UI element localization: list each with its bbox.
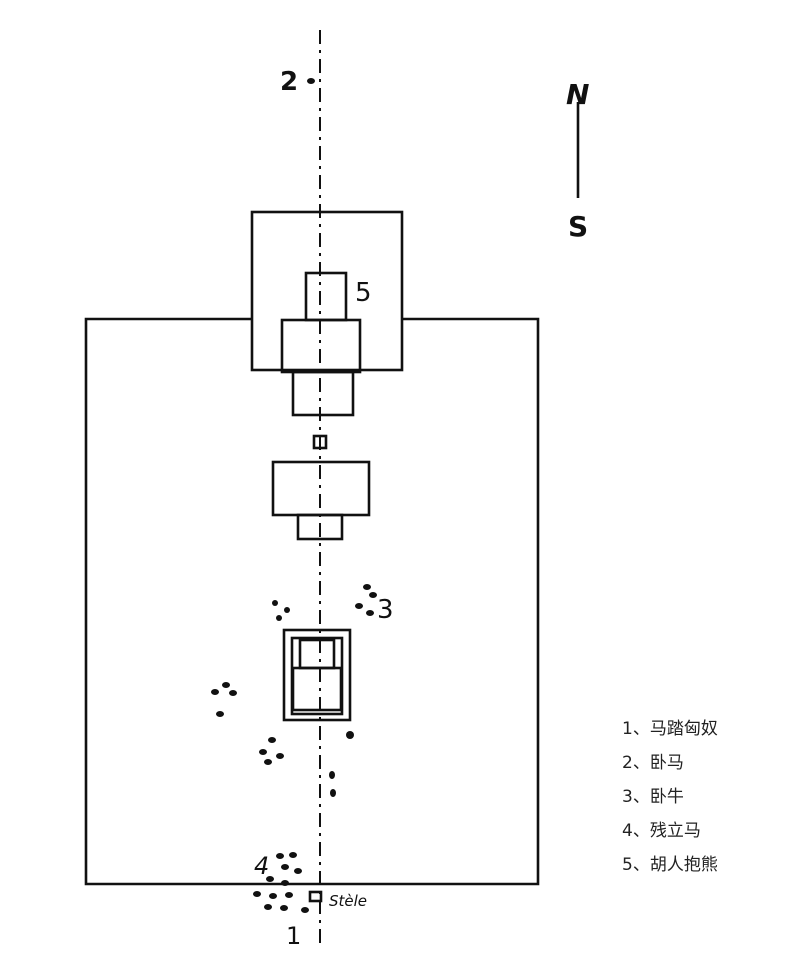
legend-item-4: 4、残立马 [622, 821, 701, 841]
sculpture-group-3 [272, 584, 377, 621]
compass-north-label: N [566, 78, 589, 111]
frame-upper-block [298, 638, 336, 670]
marker-label-1: 1 [286, 922, 301, 950]
mound-enclosure [250, 210, 404, 372]
frame-lower-block [291, 666, 343, 712]
marker-2-dot [307, 78, 315, 84]
legend-item-1: 1、马踏匈奴 [622, 719, 718, 739]
sculpture-group-right [329, 731, 354, 797]
mound-top-tier [304, 271, 348, 322]
legend: 1、马踏匈奴 2、卧马 3、卧牛 4、残立马 5、胡人抱熊 [622, 716, 718, 886]
sculpture-group-4 [253, 852, 309, 913]
stele-label: Stèle [329, 892, 367, 910]
frame-outer [282, 628, 352, 722]
legend-item-3: 3、卧牛 [622, 787, 684, 807]
outer-enclosure [84, 317, 540, 886]
marker-label-2: 2 [280, 67, 298, 97]
marker-label-4: 4 [254, 852, 269, 880]
marker-label-5: 5 [355, 278, 372, 308]
stele-marker [308, 890, 323, 903]
mound-lower-tier [291, 370, 355, 417]
marker-label-3: 3 [377, 595, 394, 625]
compass-south-label: S [568, 210, 588, 243]
sculpture-group-left [211, 682, 237, 717]
legend-item-2: 2、卧马 [622, 753, 684, 773]
sculpture-group-lower [259, 737, 284, 765]
legend-item-5: 5、胡人抱熊 [622, 855, 718, 875]
